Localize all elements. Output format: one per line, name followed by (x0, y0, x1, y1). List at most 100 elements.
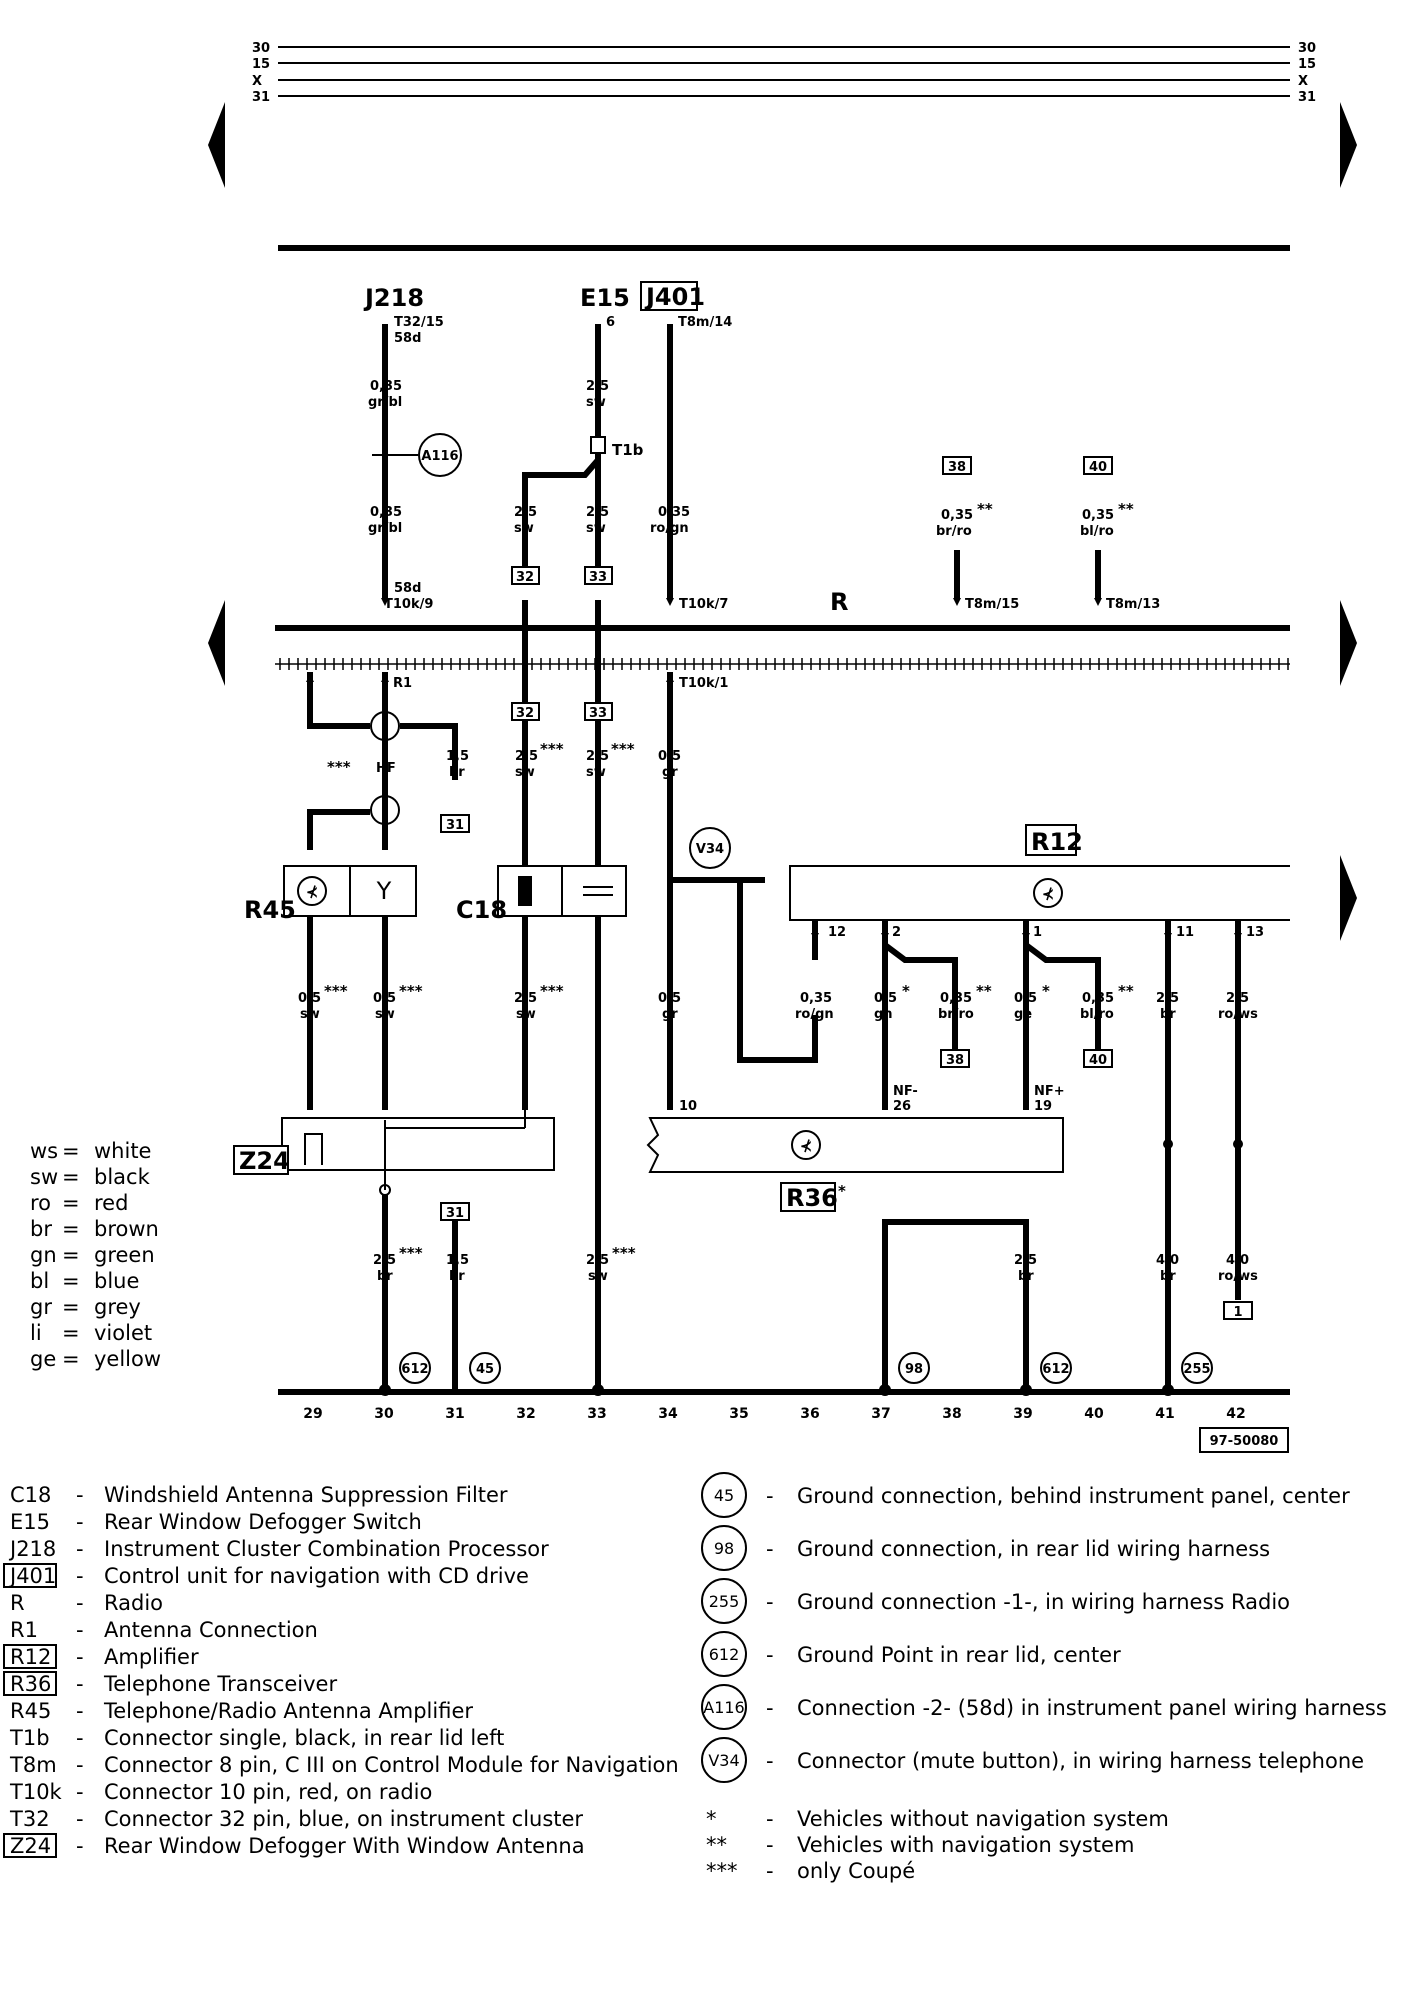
wire-color: br (1018, 1269, 1034, 1284)
legend-description: Control unit for navigation with CD driv… (104, 1564, 529, 1588)
wire-color: gr/bl (368, 395, 402, 410)
legend-dash: - (76, 1672, 84, 1696)
legend-dash: - (76, 1834, 84, 1858)
wire-size: 4,0 (1156, 1253, 1179, 1268)
color-equals: = (62, 1295, 80, 1319)
wire-color: sw (588, 1269, 608, 1284)
wire-size: 2,5 (514, 991, 537, 1006)
column-number: 36 (800, 1406, 819, 1422)
ground-98-label: 98 (905, 1362, 923, 1377)
ref-33b: 33 (589, 706, 607, 721)
wire-color: br (1160, 1007, 1176, 1022)
color-name: brown (94, 1217, 159, 1241)
radio-band: R (275, 588, 1290, 670)
wire-mark: * (902, 982, 910, 1000)
wire-size: 0,35 (1082, 991, 1114, 1006)
color-code: ro (30, 1191, 51, 1215)
t1b-connector-icon (590, 436, 606, 454)
rail-label-31-left: 31 (252, 90, 270, 105)
wire-mark: *** (540, 982, 564, 1000)
legend-description: Connector 8 pin, C III on Control Module… (104, 1753, 679, 1777)
rail-label-15-right: 15 (1298, 57, 1316, 72)
hf-label: HF (376, 761, 396, 776)
v34-label: V34 (696, 842, 724, 857)
wire-size: 0,5 (874, 991, 897, 1006)
wire-mark: * (1042, 982, 1050, 1000)
prev-section-arrow-icon[interactable] (208, 600, 225, 686)
legend-description: Telephone/Radio Antenna Amplifier (103, 1699, 473, 1723)
footnote-text: Vehicles without navigation system (797, 1807, 1169, 1831)
j218-end-conn: T10k/9 (384, 597, 433, 612)
legend-ground-code: 98 (714, 1539, 734, 1558)
r36-pin-19: 19 (1034, 1099, 1052, 1114)
wire-color: gr/bl (368, 521, 402, 536)
wire-mark: ** (977, 500, 993, 518)
column-number: 33 (587, 1406, 606, 1422)
wire-size: 0,35 (800, 991, 832, 1006)
wire-color: gr (662, 1007, 678, 1022)
next-section-arrow-icon[interactable] (1340, 600, 1357, 686)
prev-page-arrow-icon[interactable] (208, 102, 225, 188)
wire-color: sw (516, 1007, 536, 1022)
svg-text:⊀: ⊀ (800, 1137, 813, 1155)
legend-dash: - (76, 1510, 84, 1534)
ground-255-label: 255 (1183, 1362, 1210, 1377)
wire-size: 2,5 (586, 379, 609, 394)
radio-label: R (830, 588, 848, 616)
legend-ground-code: 45 (714, 1486, 734, 1505)
next-page-arrow-icon[interactable] (1340, 102, 1357, 188)
rail-label-15-left: 15 (252, 57, 270, 72)
r12-pin-2: 2 (892, 925, 901, 940)
legend-description: Radio (104, 1591, 163, 1615)
j218-branch: J218 T32/15 58d 0,35 gr/bl A116 0,35 gr/… (363, 284, 462, 612)
legend-dash: - (766, 1807, 774, 1831)
color-equals: = (62, 1139, 80, 1163)
j218-pin2: 58d (394, 331, 421, 346)
legend-ground-code: V34 (708, 1751, 739, 1770)
color-code: br (30, 1217, 52, 1241)
wire-color: bl/ro (1080, 524, 1114, 539)
z24-component: Z24 (233, 1110, 555, 1196)
color-key: ws=whitesw=blackro=redbr=browngn=greenbl… (30, 1139, 161, 1371)
wire-color: ge (1014, 1007, 1032, 1022)
legend-ground-icon (701, 1684, 747, 1730)
wire-color: sw (515, 765, 535, 780)
legend-description: Ground connection, behind instrument pan… (797, 1484, 1350, 1508)
wire-size: 0,5 (658, 991, 681, 1006)
e15-pin: 6 (606, 315, 615, 330)
wire-color: br (377, 1269, 393, 1284)
wire-size: 1,5 (446, 749, 469, 764)
legend-code: R12 (10, 1645, 51, 1669)
legend-code: J218 (8, 1537, 56, 1561)
legend-code: C18 (10, 1483, 51, 1507)
footnote-mark: ** (706, 1833, 727, 1857)
wire-color: gr (662, 765, 678, 780)
hf-mark: *** (327, 758, 351, 776)
t8m13: T8m/13 (1106, 597, 1160, 612)
wire-mark: ** (1118, 500, 1134, 518)
column-number: 39 (1013, 1406, 1032, 1422)
j401-branch: J401 T8m/14 0,35 ro/gn T10k/7 (640, 281, 732, 612)
r36-pin-10: 10 (679, 1099, 697, 1114)
column-number: 35 (729, 1406, 748, 1422)
legend-description: Connector single, black, in rear lid lef… (104, 1726, 504, 1750)
legend-dash: - (76, 1753, 84, 1777)
legend-code: T10k (9, 1780, 63, 1804)
wire-color: sw (586, 521, 606, 536)
wire-size: 2,5 (515, 749, 538, 764)
wire-color: sw (586, 395, 606, 410)
ref-32: 32 (516, 570, 534, 585)
legend-code: R (10, 1591, 25, 1615)
ref-40b: 40 (1089, 1053, 1107, 1068)
c18-component: 2,5 sw *** 2,5 sw *** 32 33 C18 (456, 600, 635, 924)
c18-label: C18 (456, 896, 507, 924)
continue-arrow-icon[interactable] (1340, 855, 1357, 941)
wire-size: 0,5 (373, 991, 396, 1006)
color-name: violet (94, 1321, 152, 1345)
wire-color: ro/gn (650, 521, 689, 536)
ground-98-icon (898, 1352, 930, 1384)
legend-code-box (3, 1671, 57, 1696)
ground-45-label: 45 (476, 1362, 494, 1377)
column-number: 37 (871, 1406, 890, 1422)
r12-pin-1: 1 (1033, 925, 1042, 940)
